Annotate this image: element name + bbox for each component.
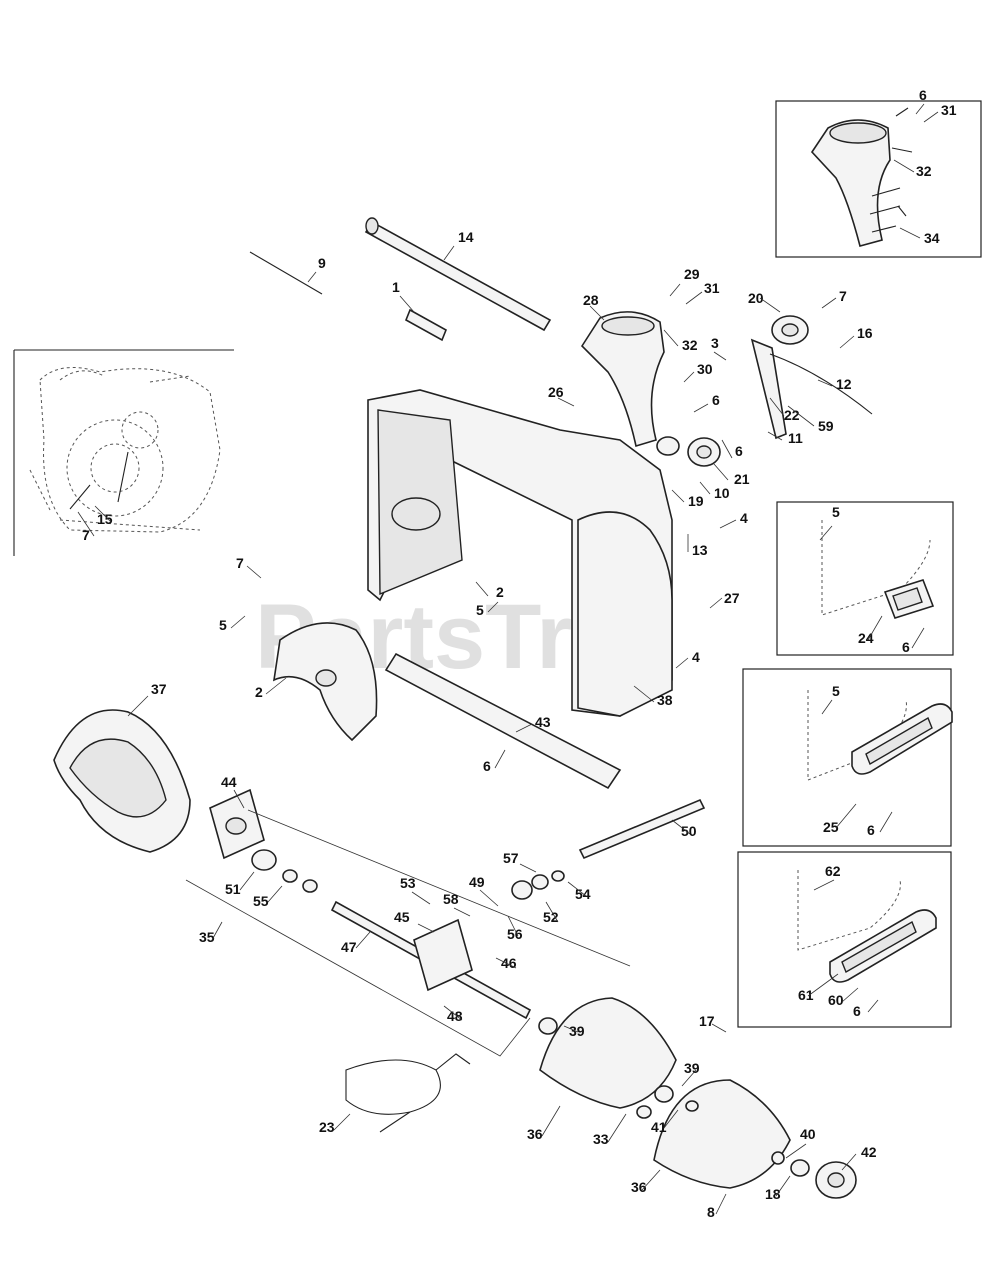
label-14: 14 <box>458 229 474 245</box>
label-49: 49 <box>469 874 485 890</box>
label-53: 53 <box>400 875 416 891</box>
label-3: 3 <box>711 335 719 351</box>
leader-lines <box>77 103 939 1215</box>
label-8: 8 <box>707 1204 715 1220</box>
label-50: 50 <box>681 823 697 839</box>
label-4: 4 <box>740 510 748 526</box>
label-21: 21 <box>734 471 750 487</box>
label-5: 5 <box>219 617 227 633</box>
label-58: 58 <box>443 891 459 907</box>
label-12: 12 <box>836 376 852 392</box>
label-35: 35 <box>199 929 215 945</box>
label-59: 59 <box>818 418 834 434</box>
main-assembly <box>53 217 873 1199</box>
label-52: 52 <box>543 909 559 925</box>
label-60: 60 <box>828 992 844 1008</box>
label-7: 7 <box>82 527 90 543</box>
label-2: 2 <box>496 584 504 600</box>
label-55: 55 <box>253 893 269 909</box>
label-36: 36 <box>631 1179 647 1195</box>
label-33: 33 <box>593 1131 609 1147</box>
label-6: 6 <box>902 639 910 655</box>
label-22: 22 <box>784 407 800 423</box>
label-61: 61 <box>798 987 814 1003</box>
label-5: 5 <box>832 683 840 699</box>
label-7: 7 <box>839 288 847 304</box>
label-6: 6 <box>867 822 875 838</box>
label-26: 26 <box>548 384 564 400</box>
label-5: 5 <box>832 504 840 520</box>
label-32: 32 <box>916 163 932 179</box>
label-29: 29 <box>684 266 700 282</box>
label-1: 1 <box>392 279 400 295</box>
label-6: 6 <box>919 87 927 103</box>
label-20: 20 <box>748 290 764 306</box>
part-labels: 1 2 2 3 4 4 5 5 5 5 6 6 6 6 6 6 6 7 7 7 … <box>82 87 957 1220</box>
label-56: 56 <box>507 926 523 942</box>
label-11: 11 <box>788 430 803 446</box>
label-47: 47 <box>341 939 357 955</box>
label-36: 36 <box>527 1126 543 1142</box>
label-51: 51 <box>225 881 241 897</box>
label-27: 27 <box>724 590 740 606</box>
label-6: 6 <box>853 1003 861 1019</box>
label-32: 32 <box>682 337 698 353</box>
label-45: 45 <box>394 909 410 925</box>
label-5: 5 <box>476 602 484 618</box>
label-25: 25 <box>823 819 839 835</box>
label-31: 31 <box>941 102 957 118</box>
label-9: 9 <box>318 255 326 271</box>
label-24: 24 <box>858 630 874 646</box>
label-7: 7 <box>236 555 244 571</box>
label-17: 17 <box>699 1013 715 1029</box>
label-19: 19 <box>688 493 704 509</box>
label-44: 44 <box>221 774 237 790</box>
label-6: 6 <box>735 443 743 459</box>
label-6: 6 <box>712 392 720 408</box>
label-23: 23 <box>319 1119 335 1135</box>
label-57: 57 <box>503 850 519 866</box>
inset-skid-box-61 <box>737 851 952 1028</box>
label-2: 2 <box>255 684 263 700</box>
inset-engine-box <box>13 349 234 556</box>
label-13: 13 <box>692 542 708 558</box>
inset-skid-box-25 <box>742 668 953 847</box>
label-37: 37 <box>151 681 167 697</box>
label-15: 15 <box>97 511 113 527</box>
label-38: 38 <box>657 692 673 708</box>
inset-skid-box-24 <box>776 501 954 656</box>
label-42: 42 <box>861 1144 877 1160</box>
label-4: 4 <box>692 649 700 665</box>
label-62: 62 <box>825 863 841 879</box>
label-31: 31 <box>704 280 720 296</box>
label-39: 39 <box>684 1060 700 1076</box>
label-18: 18 <box>765 1186 781 1202</box>
label-48: 48 <box>447 1008 463 1024</box>
label-34: 34 <box>924 230 940 246</box>
label-16: 16 <box>857 325 873 341</box>
label-43: 43 <box>535 714 551 730</box>
label-40: 40 <box>800 1126 816 1142</box>
label-41: 41 <box>651 1119 667 1135</box>
label-46: 46 <box>501 955 517 971</box>
label-30: 30 <box>697 361 713 377</box>
label-28: 28 <box>583 292 599 308</box>
label-39: 39 <box>569 1023 585 1039</box>
label-6: 6 <box>483 758 491 774</box>
inset-chute-box <box>775 100 982 258</box>
label-10: 10 <box>714 485 730 501</box>
